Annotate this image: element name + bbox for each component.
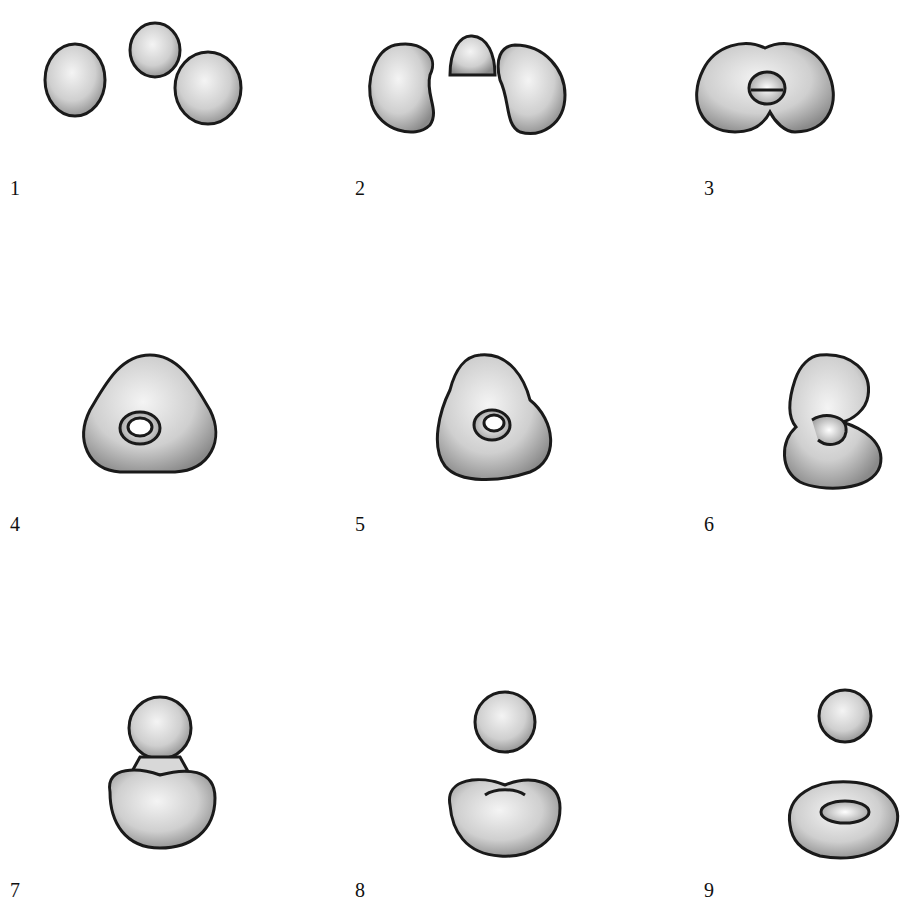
hole (474, 410, 510, 440)
blob (84, 355, 216, 472)
rim (751, 89, 783, 92)
panel-number: 2 (355, 178, 365, 198)
panel-number: 3 (704, 178, 714, 198)
panel-number: 9 (704, 880, 714, 900)
blob (370, 44, 434, 132)
blob (450, 780, 560, 856)
blob (129, 697, 191, 759)
hole (120, 412, 160, 444)
panel-number: 8 (355, 880, 365, 900)
panel-number: 7 (10, 880, 20, 900)
hole (749, 72, 785, 104)
panel-number: 6 (704, 514, 714, 534)
blob (498, 45, 565, 133)
hole (821, 801, 869, 823)
panel-number: 5 (355, 514, 365, 534)
blob (175, 52, 241, 124)
hole (484, 415, 504, 431)
dent (485, 790, 525, 795)
blob (110, 770, 215, 848)
blob (475, 692, 535, 752)
blob (437, 355, 550, 480)
blob (130, 23, 180, 77)
blob (784, 355, 880, 488)
blob (789, 782, 897, 858)
panel-number: 4 (10, 514, 20, 534)
blob (819, 690, 871, 742)
blob (697, 44, 834, 132)
blob (450, 36, 495, 75)
panel-number: 1 (10, 178, 20, 198)
dent (812, 416, 846, 445)
blob (45, 44, 105, 116)
hole (128, 418, 152, 436)
